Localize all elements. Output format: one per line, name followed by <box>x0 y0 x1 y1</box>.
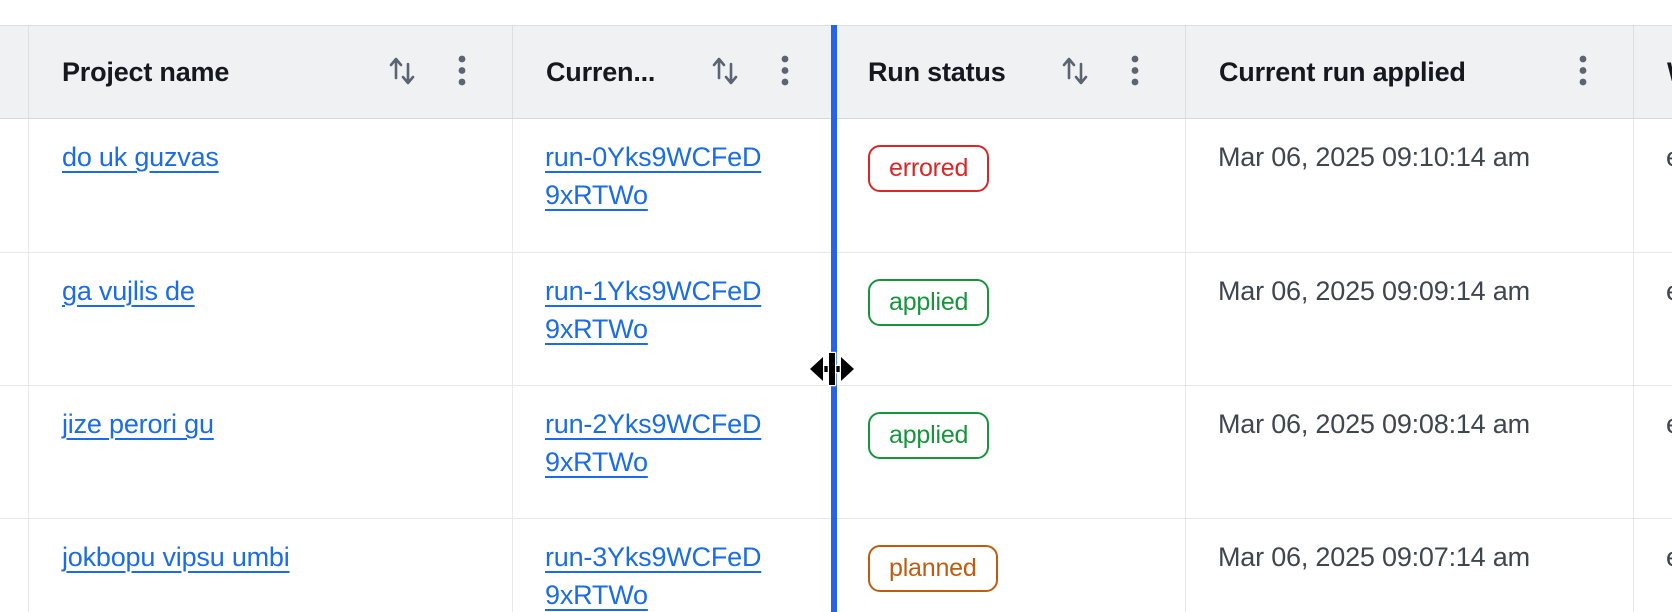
column-menu-button[interactable] <box>1131 55 1139 90</box>
sort-arrows-icon <box>1061 54 1089 91</box>
kebab-menu-icon <box>1131 55 1139 90</box>
column-menu-button[interactable] <box>781 55 789 90</box>
current-run-cell: run-1Yks9WCFeD9xRTWo <box>545 253 763 348</box>
column-separator <box>1633 119 1634 612</box>
column-header-label: W <box>1634 57 1672 88</box>
column-header-current-run[interactable]: Curren... <box>512 26 835 118</box>
column-header-label: Project name <box>62 56 230 87</box>
column-header-clipped[interactable]: W <box>1633 26 1672 118</box>
sort-arrows-icon <box>388 54 416 91</box>
run-applied-cell: Mar 06, 2025 09:09:14 am <box>1218 276 1530 306</box>
project-link[interactable]: jokbopu vipsu umbi <box>62 542 290 572</box>
status-badge: applied <box>868 412 990 460</box>
sort-button[interactable] <box>388 54 416 91</box>
run-applied-cell: Mar 06, 2025 09:10:14 am <box>1218 142 1530 172</box>
column-separator <box>1185 119 1186 612</box>
project-link[interactable]: ga vujlis de <box>62 276 195 306</box>
sort-button[interactable] <box>1061 54 1089 91</box>
column-header-current-run-applied[interactable]: Current run applied <box>1185 26 1633 118</box>
column-header-run-status[interactable]: Run status <box>835 26 1185 118</box>
column-resize-indicator[interactable] <box>831 25 837 612</box>
project-name-cell: jokbopu vipsu umbi <box>62 519 290 576</box>
status-badge: planned <box>868 545 998 593</box>
run-status-cell: errored <box>868 119 990 193</box>
column-separator <box>28 119 29 612</box>
kebab-menu-icon <box>781 55 789 90</box>
run-status-cell: applied <box>868 253 990 327</box>
column-menu-button[interactable] <box>1579 55 1587 90</box>
run-applied-cell: Mar 06, 2025 09:07:14 am <box>1218 542 1530 572</box>
status-badge: applied <box>868 279 990 327</box>
project-name-cell: jize perori gu <box>62 386 214 443</box>
current-run-cell: run-0Yks9WCFeD9xRTWo <box>545 119 763 214</box>
clipped-cell: e <box>1666 386 1672 443</box>
kebab-menu-icon <box>1579 55 1587 90</box>
project-link[interactable]: do uk guzvas <box>62 142 219 172</box>
clipped-cell: e <box>1666 253 1672 310</box>
status-badge: errored <box>868 145 990 193</box>
column-header-label: Current run applied <box>1219 56 1466 87</box>
column-header-project-name[interactable]: Project name <box>28 26 512 118</box>
sort-button[interactable] <box>711 54 739 91</box>
current-run-cell: run-2Yks9WCFeD9xRTWo <box>545 386 763 481</box>
column-menu-button[interactable] <box>458 55 466 90</box>
column-separator <box>512 119 513 612</box>
run-status-cell: planned <box>868 519 998 593</box>
clipped-cell: e <box>1666 519 1672 576</box>
clipped-cell: e <box>1666 119 1672 176</box>
current-run-cell: run-3Yks9WCFeD9xRTWo <box>545 519 763 612</box>
sort-arrows-icon <box>711 54 739 91</box>
run-applied-cell: Mar 06, 2025 09:08:14 am <box>1218 409 1530 439</box>
kebab-menu-icon <box>458 55 466 90</box>
run-status-cell: applied <box>868 386 990 460</box>
run-link[interactable]: run-1Yks9WCFeD9xRTWo <box>545 276 762 344</box>
project-name-cell: ga vujlis de <box>62 253 195 310</box>
column-header-label: Run status <box>868 56 1006 87</box>
column-header-gutter <box>0 26 28 118</box>
run-link[interactable]: run-3Yks9WCFeD9xRTWo <box>545 542 762 610</box>
project-name-cell: do uk guzvas <box>62 119 219 176</box>
run-link[interactable]: run-0Yks9WCFeD9xRTWo <box>545 142 762 210</box>
column-header-label: Curren... <box>546 56 656 87</box>
run-link[interactable]: run-2Yks9WCFeD9xRTWo <box>545 409 762 477</box>
project-link[interactable]: jize perori gu <box>62 409 214 439</box>
